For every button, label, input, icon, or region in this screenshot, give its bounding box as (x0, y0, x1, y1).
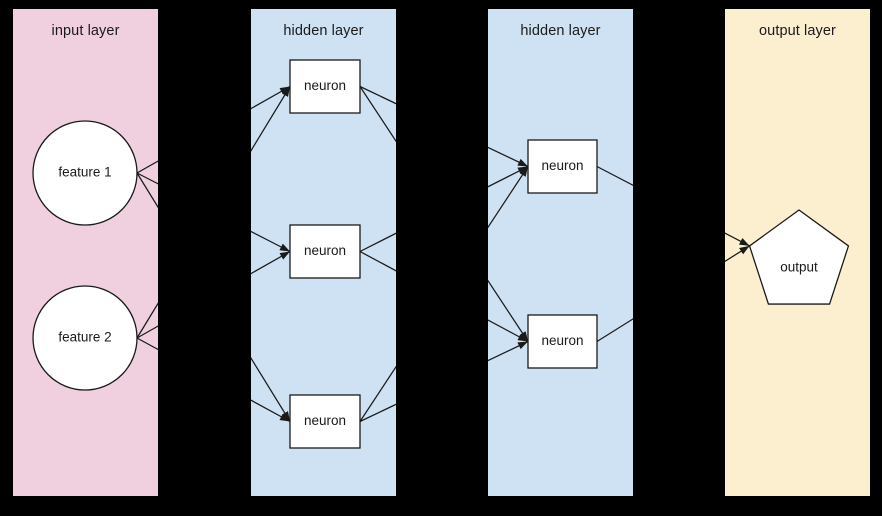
layer-panel-hidden2 (488, 9, 633, 496)
layer-title-input: input layer (51, 23, 120, 39)
layer-title-hidden1: hidden layer (283, 23, 364, 39)
layer-title-hidden2: hidden layer (520, 23, 601, 39)
gap-cover (158, 0, 251, 516)
layer-panel-output (725, 9, 870, 496)
gap-cover (870, 0, 882, 516)
gap-cover (396, 0, 488, 516)
layer-panel-input (13, 9, 158, 496)
layer-title-output: output layer (759, 23, 836, 39)
gap-cover (633, 0, 725, 516)
layer-panel-hidden1 (251, 9, 396, 496)
gap-cover (0, 0, 13, 516)
